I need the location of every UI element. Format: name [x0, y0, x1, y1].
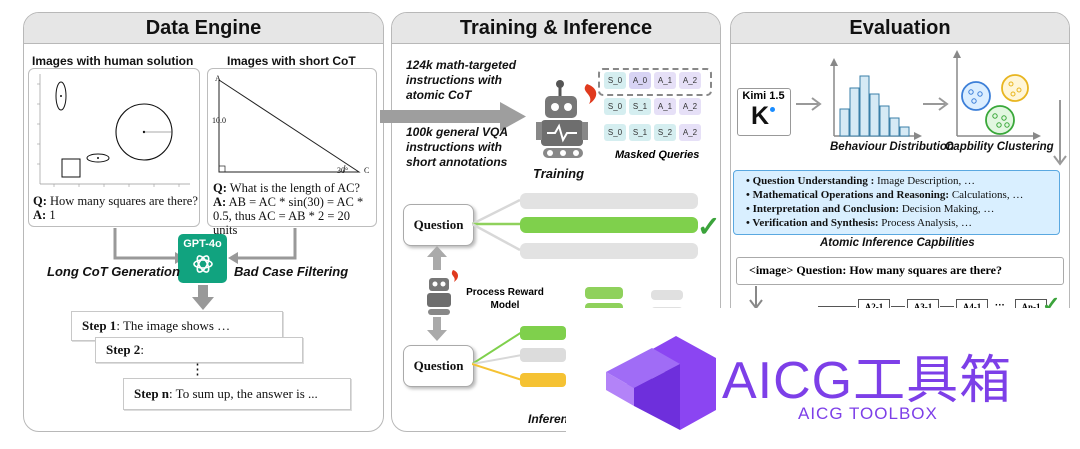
capability-item: • Interpretation and Conclusion: Decisio…	[746, 203, 995, 215]
gpt4o-node: GPT-4o	[178, 234, 227, 283]
triangle-angle-label: 30°	[337, 166, 349, 175]
prm-label: Process Reward Model	[466, 287, 544, 311]
candidate-bar-3	[520, 243, 698, 259]
step-n-box: Step n: To sum up, the answer is ...	[123, 378, 351, 410]
bad-case-label: Bad Case Filtering	[234, 264, 349, 279]
kimi-logo-box	[737, 88, 791, 136]
evaluation-title: Evaluation	[731, 13, 1069, 44]
masked-token: A_2	[679, 124, 701, 141]
histogram-bar	[899, 126, 910, 137]
question-box-bottom: Question	[403, 345, 474, 387]
arrow-to-histogram	[796, 97, 822, 111]
masked-token: S_1	[629, 98, 651, 115]
capability-item: • Verification and Synthesis: Process An…	[746, 217, 973, 229]
masked-query-dashed-box	[598, 68, 712, 96]
capability-item: • Mathematical Operations and Reasoning:…	[746, 189, 1024, 201]
checkmark-icon: ✓	[697, 211, 721, 242]
up-arrow	[427, 246, 447, 270]
geometry-plot	[37, 74, 190, 187]
human-solution-card	[28, 68, 200, 227]
inference-fan-top	[472, 198, 521, 252]
behaviour-distribution-label: Behaviour Distribution	[830, 141, 954, 153]
q1-question: How many squares are there?	[50, 194, 198, 208]
step-node: ···	[995, 300, 1005, 311]
capability-item: • Question Understanding : Image Descrip…	[746, 175, 976, 187]
training-title: Training & Inference	[392, 13, 720, 44]
capability-clustering-plot	[953, 50, 1041, 140]
masked-token: A_0	[629, 72, 651, 89]
inference-fan-bottom	[472, 331, 523, 381]
step-arrow	[940, 306, 954, 307]
step-ellipsis: ⋮	[190, 361, 205, 378]
step-2-box: Step 2:	[95, 337, 303, 363]
kimi-dot-icon	[770, 107, 775, 112]
step-1-box: Step 1: The image shows …	[71, 311, 283, 341]
q2-question: What is the length of AC?	[229, 181, 360, 195]
aicg-logo-icon	[606, 336, 716, 430]
masked-token: A_2	[679, 72, 701, 89]
histogram-bar	[879, 105, 890, 137]
kimi-label: Kimi 1.5	[742, 90, 785, 102]
step-arrow	[818, 306, 856, 307]
short-cot-label: Images with short CoT	[227, 54, 356, 68]
histogram-bar	[869, 93, 880, 137]
vqa-instructions: 100k general VQA instructions with short…	[406, 125, 508, 169]
triangle-figure	[218, 79, 361, 173]
human-solution-label: Images with human solution	[32, 54, 194, 68]
tree-node-1	[585, 287, 623, 299]
data-to-training-arrow	[380, 102, 526, 131]
masked-token: S_2	[654, 124, 676, 141]
histogram-bar	[859, 75, 870, 137]
watermark-subtitle: AICG TOOLBOX	[798, 404, 938, 423]
training-label: Training	[533, 166, 585, 181]
down-arrow	[192, 285, 214, 310]
chain-green	[520, 326, 566, 340]
masked-token: S_1	[629, 124, 651, 141]
masked-queries-label: Masked Queries	[615, 149, 700, 161]
triangle-vertex-c: C	[364, 166, 370, 175]
merge-arrows	[113, 228, 297, 264]
capability-clustering-label: Capbility Clustering	[945, 141, 1054, 153]
arrow-to-clustering	[923, 97, 949, 111]
tree-node-2	[651, 290, 683, 300]
chain-gray	[520, 348, 566, 362]
triangle-vertex-a: A	[215, 74, 221, 83]
robot-icon	[536, 80, 597, 158]
watermark-title: AICG工具箱	[722, 352, 1013, 410]
masked-token: S_0	[604, 72, 626, 89]
q2-answer: AB = AC * sin(30) = AC * 0.5, thus AC = …	[213, 195, 364, 237]
masked-token: A_1	[654, 98, 676, 115]
eval-question-box	[736, 257, 1064, 285]
openai-icon	[192, 255, 213, 273]
atomic-inference-caption: Atomic Inference Capbilities	[820, 237, 975, 249]
masked-token: A_2	[679, 98, 701, 115]
histogram-bar	[839, 108, 850, 137]
eval-question-text: <image> Question: How many squares are t…	[749, 263, 1002, 277]
masked-token: A_1	[654, 72, 676, 89]
histogram-bar	[849, 87, 860, 137]
question-box-top: Question	[403, 204, 474, 246]
math-instructions: 124k math-targeted instructions with ato…	[406, 58, 517, 102]
prm-robot-icon	[427, 270, 459, 315]
short-cot-qa: Q: What is the length of AC? A: AB = AC …	[213, 181, 364, 237]
gpt4o-label: GPT-4o	[183, 238, 222, 250]
masked-token: S_0	[604, 98, 626, 115]
histogram-bar	[889, 117, 900, 137]
short-cot-card	[207, 68, 377, 227]
capability-box	[733, 170, 1060, 235]
data-engine-title: Data Engine	[24, 13, 383, 44]
chain-yellow	[520, 373, 566, 387]
behaviour-histogram	[830, 58, 922, 140]
kimi-k-icon: K	[751, 102, 770, 130]
long-cot-label: Long CoT Generation	[47, 264, 180, 279]
triangle-side-label: 10.0	[212, 116, 226, 125]
arrow-down-right	[1053, 100, 1067, 166]
candidate-bar-2-selected	[520, 217, 698, 233]
candidate-bar-1	[520, 193, 698, 209]
down-arrow-2	[427, 317, 447, 341]
q1-answer: 1	[49, 208, 56, 222]
human-solution-qa: Q: How many squares are there? A: 1	[33, 194, 198, 222]
step-arrow	[891, 306, 905, 307]
masked-token: S_0	[604, 124, 626, 141]
